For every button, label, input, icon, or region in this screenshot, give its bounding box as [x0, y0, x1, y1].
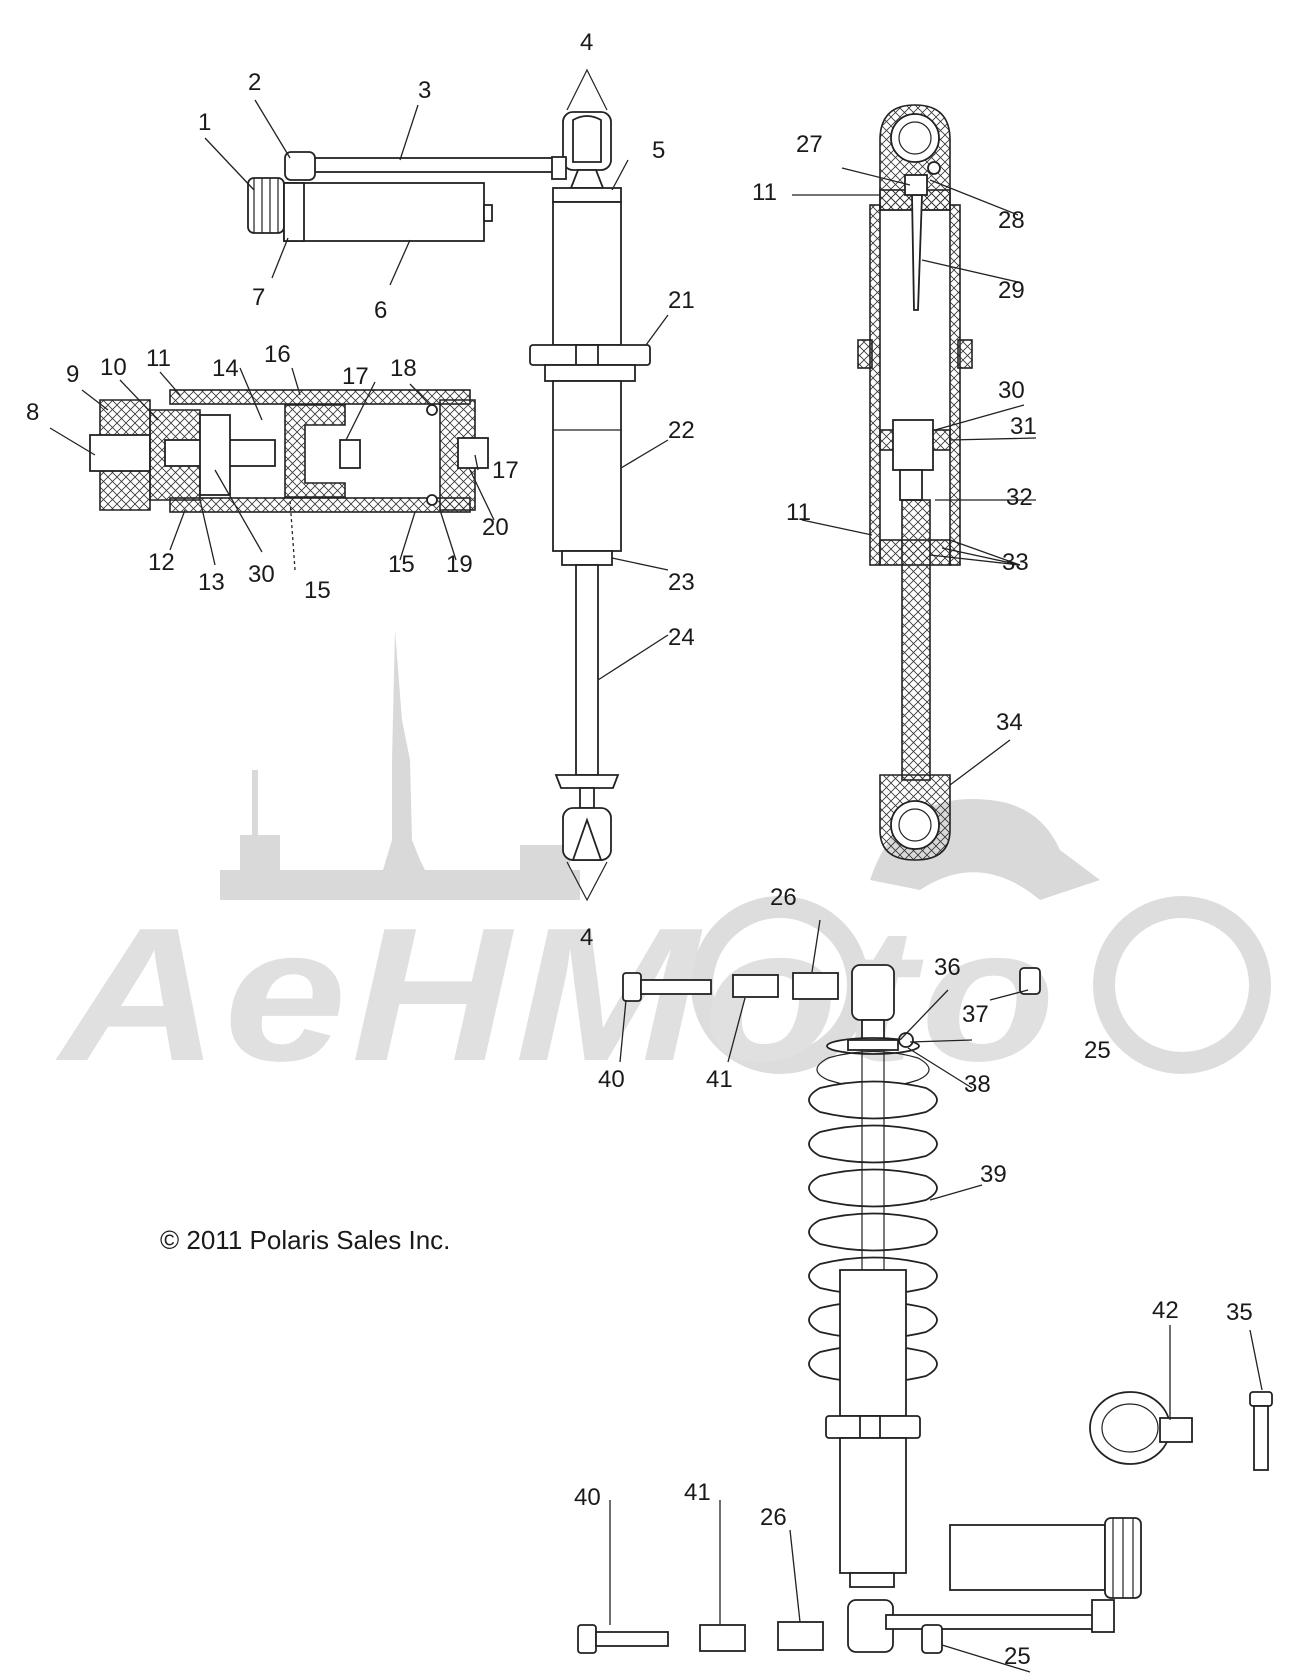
callout-23: 23	[668, 569, 695, 596]
callout-41-upper: 41	[706, 1066, 733, 1093]
callout-30-right: 30	[998, 377, 1025, 404]
callout-28: 28	[998, 207, 1025, 234]
callout-40-lower: 40	[574, 1484, 601, 1511]
callout-29: 29	[998, 277, 1025, 304]
callout-2: 2	[248, 69, 261, 96]
callout-19: 19	[446, 551, 473, 578]
callout-25-lower: 25	[1004, 1643, 1031, 1670]
callout-40-upper: 40	[598, 1066, 625, 1093]
callout-14: 14	[212, 355, 239, 382]
watermark-text: AeHMoto	[55, 889, 1060, 1101]
callout-4-bottom: 4	[580, 924, 593, 951]
callout-18: 18	[390, 355, 417, 382]
callout-1: 1	[198, 109, 211, 136]
callout-20: 20	[482, 514, 509, 541]
callout-41-lower: 41	[684, 1479, 711, 1506]
leader-lines	[49, 99, 1263, 1673]
callout-6: 6	[374, 297, 387, 324]
callout-10: 10	[100, 354, 127, 381]
callout-11-left: 11	[146, 345, 171, 372]
callout-24: 24	[668, 624, 695, 651]
callout-5: 5	[652, 137, 665, 164]
callout-42: 42	[1152, 1297, 1179, 1324]
callouts: 1 2 3 4 4 5 6 7 8 9 10 11 11 11 12 13 14…	[26, 29, 1253, 1670]
callout-31: 31	[1010, 413, 1037, 440]
callout-17-top: 17	[342, 363, 369, 390]
callout-8: 8	[26, 399, 39, 426]
callout-7: 7	[252, 284, 265, 311]
callout-21: 21	[668, 287, 695, 314]
callout-26-lower: 26	[760, 1504, 787, 1531]
shock-cross-section	[857, 104, 973, 861]
callout-17-right: 17	[492, 457, 519, 484]
callout-33: 33	[1002, 549, 1029, 576]
callout-15-left: 15	[304, 577, 331, 604]
callout-4-top: 4	[580, 29, 593, 56]
callout-32: 32	[1006, 484, 1033, 511]
callout-37: 37	[962, 1001, 989, 1028]
callout-25-upper: 25	[1084, 1037, 1111, 1064]
callout-36: 36	[934, 954, 961, 981]
reservoir-cross-section	[89, 389, 489, 513]
callout-9: 9	[66, 361, 79, 388]
copyright-notice: © 2011 Polaris Sales Inc.	[160, 1225, 451, 1255]
callout-12: 12	[148, 549, 175, 576]
callout-34: 34	[996, 709, 1023, 736]
callout-11-top-right: 11	[752, 179, 777, 206]
callout-30-left: 30	[248, 561, 275, 588]
callout-39: 39	[980, 1161, 1007, 1188]
mounting-hardware	[577, 967, 1273, 1654]
watermark: AeHMoto	[55, 630, 1271, 1101]
callout-13: 13	[198, 569, 225, 596]
callout-35: 35	[1226, 1299, 1253, 1326]
remote-reservoir-assembly	[247, 151, 561, 242]
callout-11-mid-right: 11	[786, 499, 811, 526]
callout-16: 16	[264, 341, 291, 368]
main-shock-body	[529, 68, 651, 902]
coilover-assembly	[808, 964, 1142, 1653]
callout-22: 22	[668, 417, 695, 444]
callout-38: 38	[964, 1071, 991, 1098]
callout-15-right: 15	[388, 551, 415, 578]
callout-3: 3	[418, 77, 431, 104]
callout-26-upper: 26	[770, 884, 797, 911]
callout-27: 27	[796, 131, 823, 158]
